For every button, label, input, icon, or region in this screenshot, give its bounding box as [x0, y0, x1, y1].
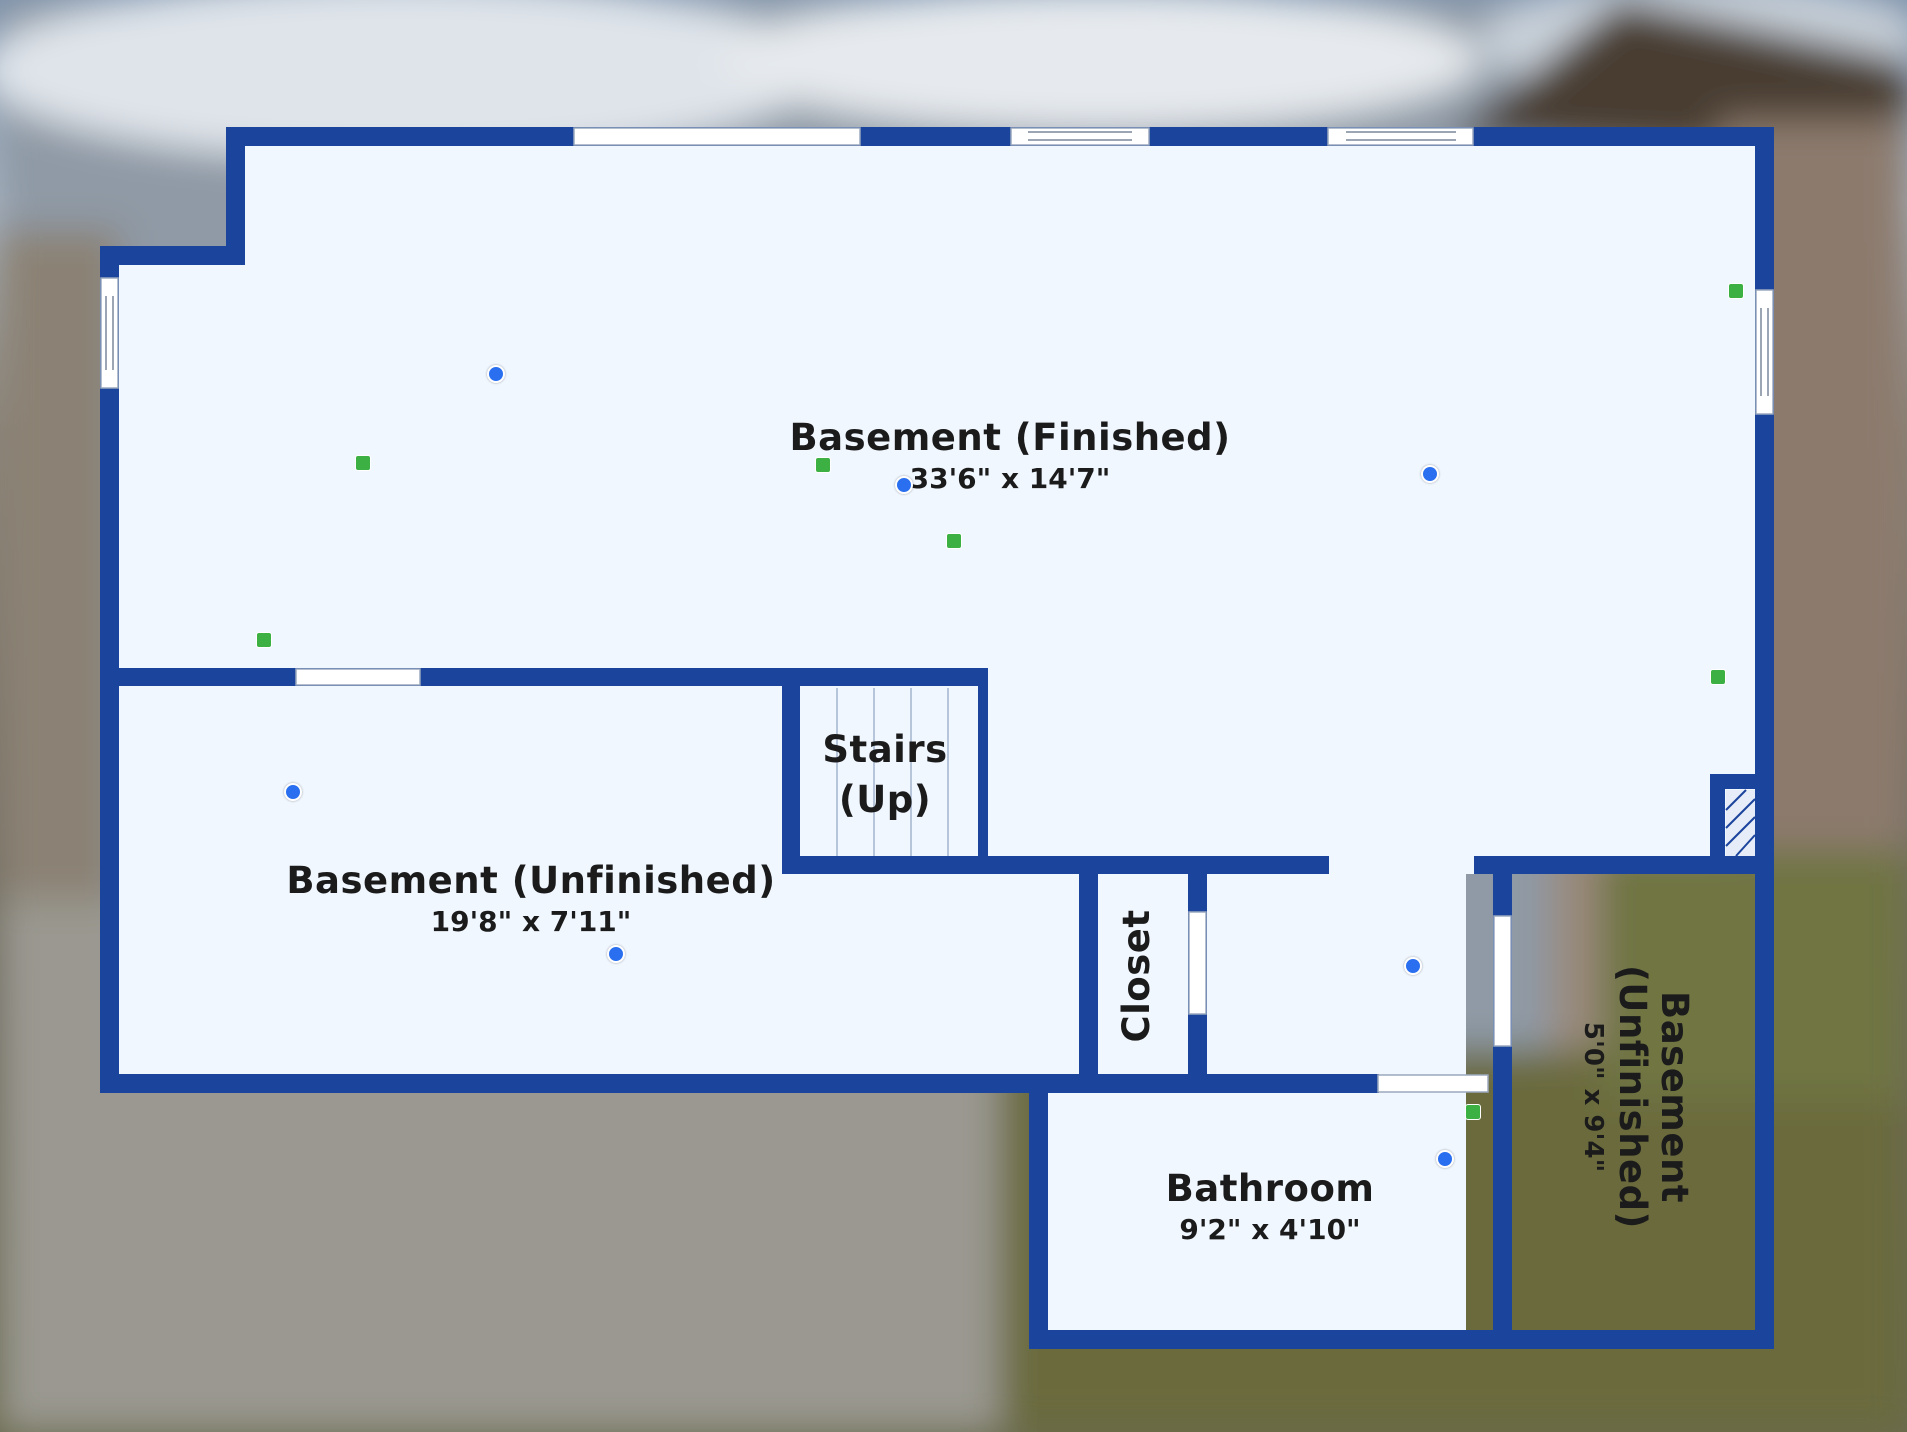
room-label-stairs: Stairs (Up)	[800, 725, 970, 825]
photo-marker[interactable]	[355, 455, 371, 471]
room-label-basement-unfinished: Basement (Unfinished) 19'8" x 7'11"	[281, 858, 781, 940]
tour-marker[interactable]	[607, 945, 625, 963]
window-left	[100, 277, 119, 389]
room-name: Stairs	[822, 728, 948, 771]
hall-opening	[1329, 857, 1474, 874]
room-label-basement-unfinished-small: Basement (Unfinished) 5'0" x 9'4"	[1575, 937, 1696, 1257]
room-dimensions: 19'8" x 7'11"	[430, 905, 632, 938]
top-opening	[573, 127, 861, 146]
room-label-basement-finished: Basement (Finished) 33'6" x 14'7"	[760, 415, 1260, 497]
photo-marker[interactable]	[1710, 669, 1726, 685]
chase-hatch	[1725, 789, 1756, 857]
room-dimensions: 5'0" x 9'4"	[1578, 1021, 1608, 1173]
room-dimensions: 9'2" x 4'10"	[1179, 1213, 1361, 1246]
photo-marker[interactable]	[946, 533, 962, 549]
tour-marker[interactable]	[895, 476, 913, 494]
tour-marker[interactable]	[487, 365, 505, 383]
photo-marker[interactable]	[1465, 1104, 1481, 1120]
door-divider	[295, 668, 421, 686]
door-small-basement	[1493, 915, 1512, 1047]
room-dimensions: 33'6" x 14'7"	[909, 462, 1111, 495]
room-name: Basement (Unfinished)	[286, 859, 776, 902]
tour-marker[interactable]	[1436, 1150, 1454, 1168]
room-name-suffix: (Up)	[838, 778, 932, 821]
photo-marker[interactable]	[815, 457, 831, 473]
door-closet	[1188, 911, 1207, 1015]
room-name: Basement	[1653, 991, 1696, 1203]
tour-marker[interactable]	[1421, 465, 1439, 483]
stairs-treads	[836, 688, 949, 856]
tour-marker[interactable]	[284, 783, 302, 801]
room-label-bathroom: Bathroom 9'2" x 4'10"	[1120, 1166, 1420, 1248]
tour-marker[interactable]	[1404, 957, 1422, 975]
floor-fills	[101, 137, 1764, 1338]
window-panes	[105, 131, 1769, 396]
photo-marker[interactable]	[1728, 283, 1744, 299]
window-top-1	[1010, 127, 1150, 146]
room-name: Basement (Finished)	[789, 416, 1231, 459]
door-bathroom	[1377, 1074, 1489, 1093]
photo-marker[interactable]	[256, 632, 272, 648]
room-name: Bathroom	[1165, 1167, 1375, 1210]
window-right	[1755, 289, 1774, 415]
room-label-closet: Closet	[1114, 886, 1160, 1066]
room-name: Closet	[1115, 909, 1158, 1043]
room-name-suffix: (Unfinished)	[1611, 965, 1654, 1229]
window-top-2	[1327, 127, 1474, 146]
